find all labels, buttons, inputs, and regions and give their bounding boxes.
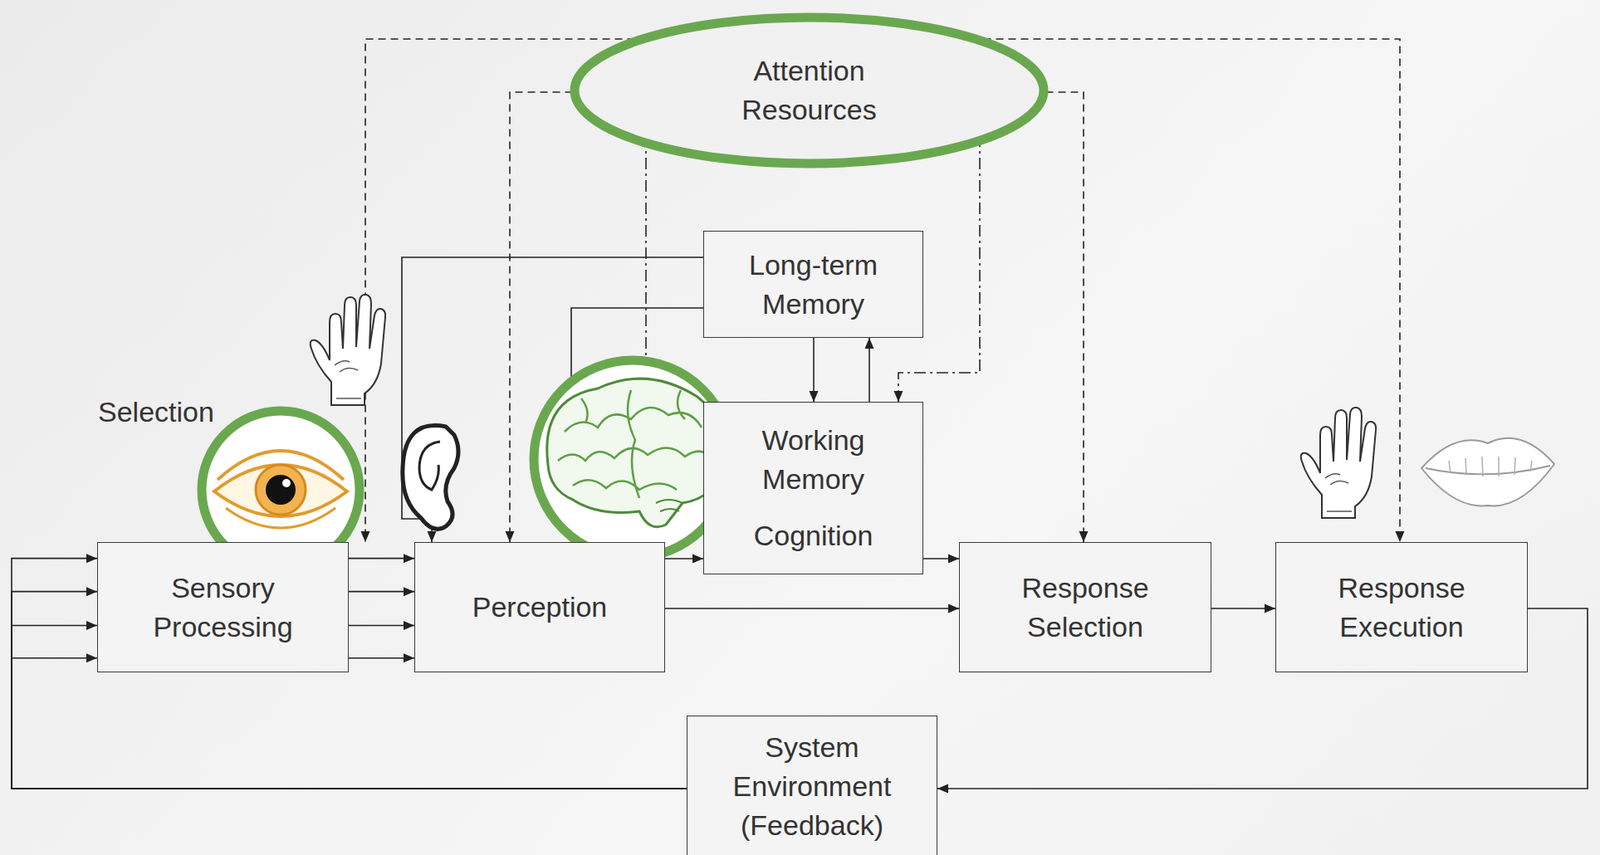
hand-icon bbox=[1301, 407, 1376, 519]
process-box: Response Execution bbox=[1275, 542, 1528, 673]
ear-icon bbox=[402, 425, 459, 530]
node-text: Response Execution bbox=[1284, 568, 1519, 647]
node-text: Perception bbox=[472, 587, 608, 627]
connector bbox=[665, 554, 704, 564]
node-text: Attention Resources bbox=[685, 51, 935, 130]
stage-label: Selection bbox=[97, 395, 215, 430]
node-text: Cognition bbox=[753, 516, 874, 556]
connector bbox=[923, 554, 960, 564]
node-text: Sensory Processing bbox=[106, 568, 340, 647]
attention-ellipse: Attention Resources bbox=[569, 12, 1049, 169]
process-box: Long-term Memory bbox=[703, 230, 924, 338]
feedback-box: System Environment (Feedback) bbox=[686, 715, 938, 855]
process-box: Working MemoryCognition bbox=[703, 401, 924, 575]
ellipse-outline bbox=[569, 12, 1049, 169]
connector bbox=[665, 604, 960, 614]
connector bbox=[865, 337, 875, 402]
node-text: Working Memory bbox=[712, 420, 915, 500]
node-text: Response Selection bbox=[968, 568, 1203, 647]
mouth-icon bbox=[1421, 438, 1555, 507]
brain-icon bbox=[533, 360, 732, 558]
node-text: System Environment (Feedback) bbox=[695, 728, 929, 846]
connector bbox=[809, 337, 819, 402]
process-box: Sensory Processing bbox=[97, 542, 349, 673]
process-box: Response Selection bbox=[959, 542, 1212, 673]
connector bbox=[1211, 604, 1276, 614]
connector bbox=[348, 553, 415, 663]
process-box: Perception bbox=[414, 542, 666, 673]
hand-icon bbox=[310, 294, 386, 406]
node-text: Long-term Memory bbox=[712, 245, 915, 324]
